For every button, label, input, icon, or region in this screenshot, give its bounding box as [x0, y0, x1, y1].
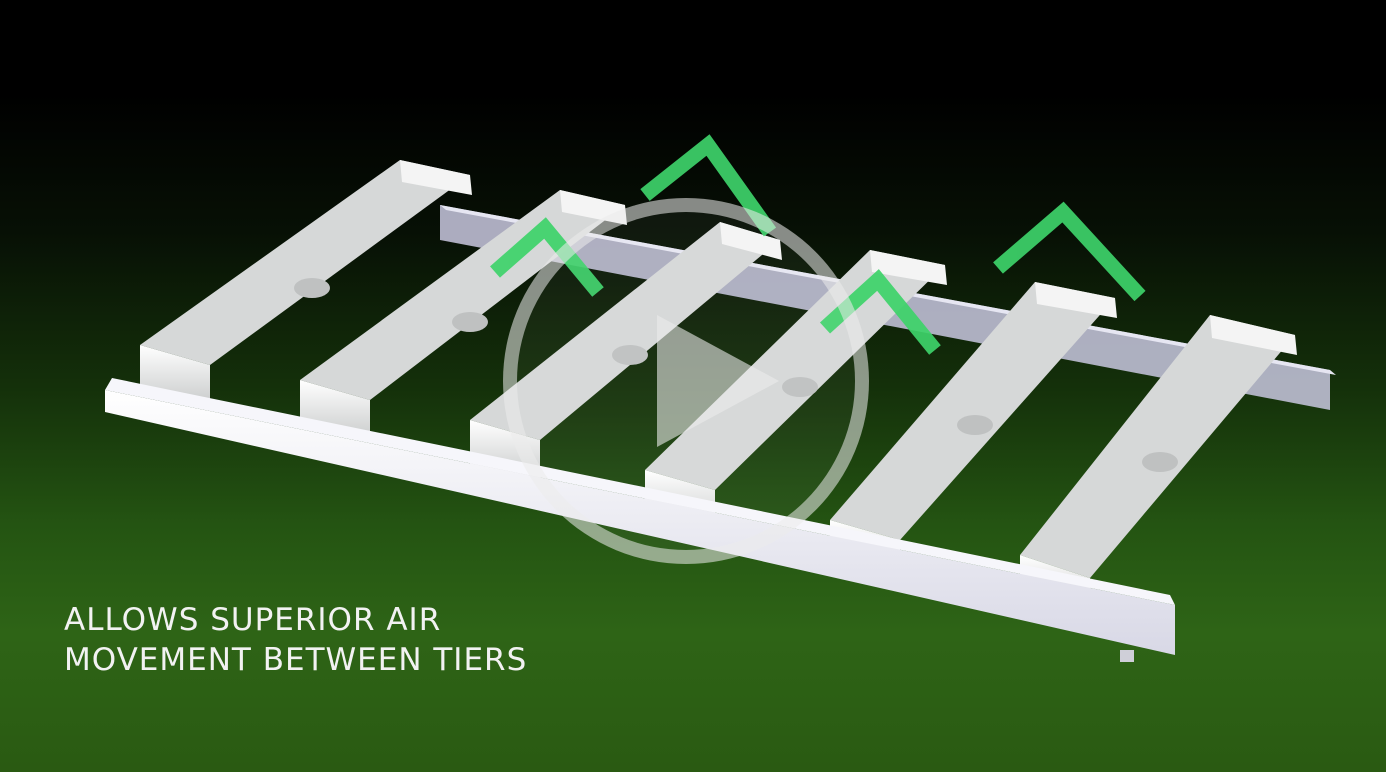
- play-icon: [657, 315, 779, 447]
- tray-2: [300, 190, 627, 440]
- chevron-up-icon: [993, 201, 1146, 302]
- caption-line-2: MOVEMENT BETWEEN TIERS: [64, 642, 528, 678]
- play-button[interactable]: [503, 198, 869, 564]
- chevron-up-icon: [640, 134, 777, 237]
- tray-1: [140, 160, 472, 405]
- caption-line-1: ALLOWS SUPERIOR AIR: [64, 602, 442, 638]
- video-caption: ALLOWS SUPERIOR AIR MOVEMENT BETWEEN TIE…: [64, 600, 527, 680]
